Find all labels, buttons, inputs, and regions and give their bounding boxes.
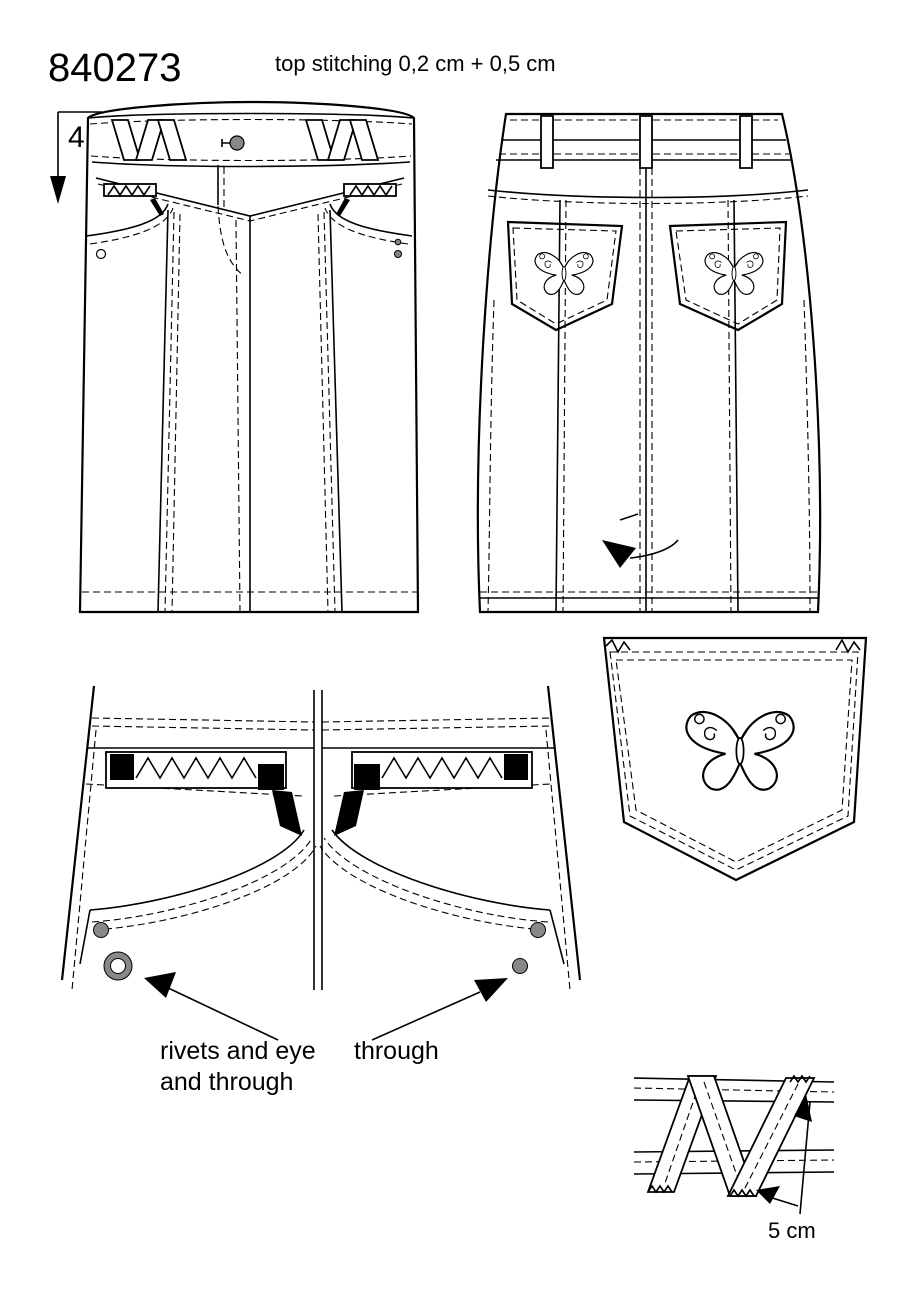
back-pocket-left bbox=[506, 220, 624, 332]
front-button bbox=[229, 135, 245, 151]
belt-loop-center bbox=[639, 115, 653, 169]
front-pocket-right bbox=[329, 203, 413, 237]
pocket-curve-right bbox=[331, 829, 551, 911]
stitching-note: top stitching 0,2 cm + 0,5 cm bbox=[275, 51, 556, 76]
front-panel-seam-left bbox=[157, 209, 169, 613]
measurement-label: 5 cm bbox=[768, 1218, 816, 1243]
size-marker-label: 4 bbox=[68, 121, 85, 154]
front-waist-tape-right bbox=[304, 119, 380, 161]
front-panel-seam-right bbox=[329, 209, 343, 613]
back-yoke bbox=[487, 189, 809, 199]
rivet-right-top bbox=[530, 922, 546, 938]
article-number: 840273 bbox=[48, 46, 182, 90]
back-pocket-right bbox=[668, 220, 788, 332]
front-pocket-left bbox=[85, 203, 169, 237]
through-callout: through bbox=[354, 1037, 439, 1065]
rivet-left bbox=[93, 922, 109, 938]
front-waistband-line-top bbox=[87, 112, 415, 119]
belt-loop-left bbox=[540, 115, 554, 169]
waist-tape-detail bbox=[633, 1074, 835, 1215]
belt-loop-right bbox=[739, 115, 753, 169]
front-waist-tape-left bbox=[110, 119, 188, 161]
back-pocket-detail bbox=[602, 636, 868, 882]
rivets-callout-line2: and through bbox=[160, 1068, 294, 1096]
back-view bbox=[476, 112, 822, 614]
rivets-callout-line1: rivets and eye bbox=[160, 1037, 316, 1065]
front-skirt-outline bbox=[78, 100, 420, 614]
front-waistband-line-bottom bbox=[91, 161, 411, 168]
back-skirt-outline bbox=[476, 112, 822, 614]
rivet-right-bottom bbox=[512, 958, 528, 974]
pocket-curve-left bbox=[89, 829, 305, 911]
front-view bbox=[50, 100, 420, 614]
front-pocket-detail bbox=[60, 685, 582, 1041]
